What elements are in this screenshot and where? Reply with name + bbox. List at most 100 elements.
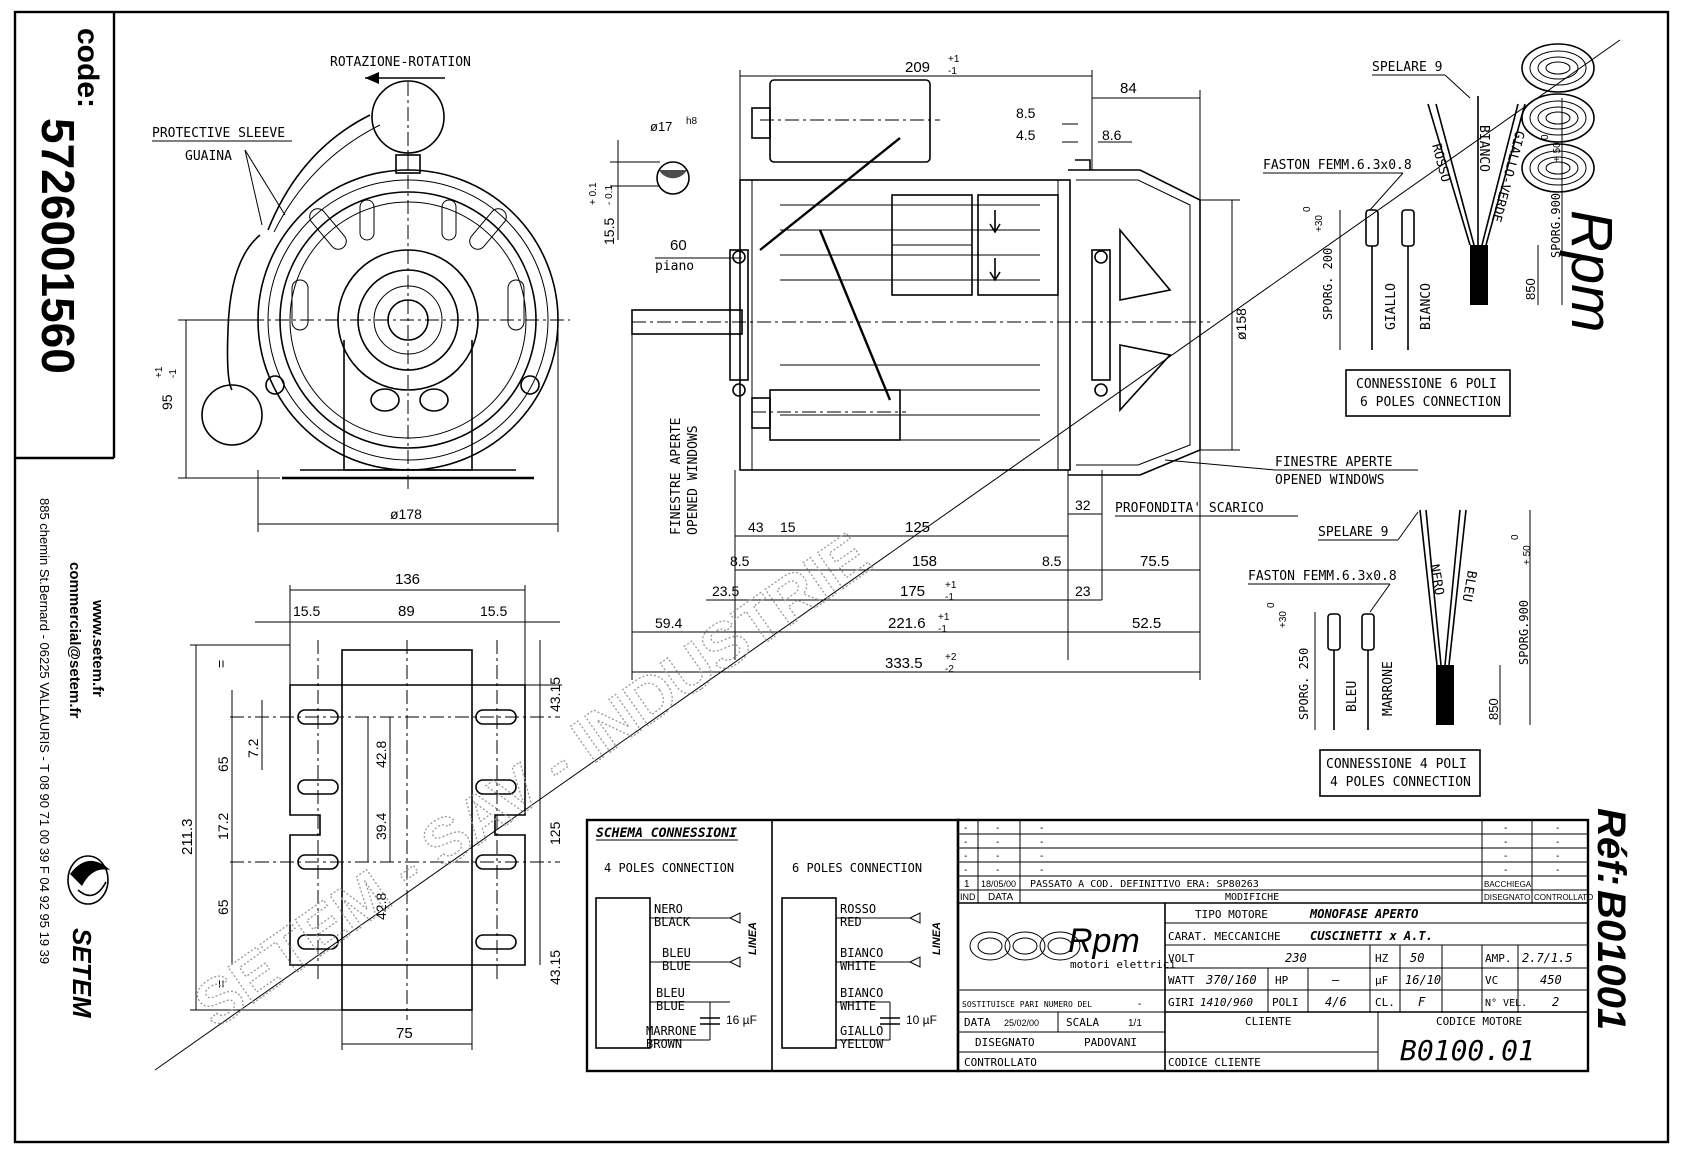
header-ind: IND bbox=[960, 892, 976, 902]
side-dim-8-5: 8.5 bbox=[1016, 105, 1036, 121]
side-dim-23-5: 23.5 bbox=[712, 583, 739, 599]
volt-value: 230 bbox=[1285, 951, 1307, 965]
code-value: 5726001560 bbox=[32, 118, 84, 374]
schema4-wire4-en: BROWN bbox=[646, 1037, 682, 1051]
side-view: 209 +1 -1 84 8.5 4.5 8.6 ø158 FINESTRE A… bbox=[631, 54, 1418, 680]
cable-6-poles: SPELARE 9 ROSSO BIANCO GIALLO-VERDE FAST… bbox=[1263, 60, 1563, 417]
schema6-wire3-en: WHITE bbox=[840, 999, 876, 1013]
c6-dim-850: 850 bbox=[1523, 278, 1538, 300]
ref-label: Réf: bbox=[1589, 808, 1633, 886]
side-dim-333-tol-up: +2 bbox=[945, 652, 957, 663]
rev0-ind: - bbox=[964, 823, 967, 834]
schema4-wire4-it: MARRONE bbox=[646, 1024, 697, 1038]
base-eq-mark-bottom: = bbox=[213, 980, 229, 988]
schema4-wire3-it: BLEU bbox=[656, 986, 685, 1000]
base-dim-89: 89 bbox=[398, 603, 415, 620]
depth-label: PROFONDITA' SCARICO bbox=[1115, 501, 1264, 516]
side-dim-175-tol-up: +1 bbox=[945, 580, 957, 591]
sleeve-label-en: PROTECTIVE SLEEVE bbox=[152, 126, 285, 141]
c4-dim-850: 850 bbox=[1486, 698, 1501, 720]
rev1-desc: - bbox=[1040, 837, 1043, 848]
side-dim-75-5: 75.5 bbox=[1140, 553, 1169, 570]
poli-value: 4/6 bbox=[1325, 995, 1347, 1009]
cooling-slots bbox=[291, 199, 525, 331]
watt-value: 370/160 bbox=[1205, 973, 1257, 987]
side-dim-fan-diameter: ø158 bbox=[1233, 308, 1249, 340]
header-data: DATA bbox=[988, 892, 1014, 903]
front-dim-height-tol: +1 bbox=[154, 366, 165, 378]
front-dim-height: 95 bbox=[159, 394, 175, 410]
c4-terminal-2: MARRONE bbox=[1381, 661, 1396, 716]
c6-connection-it: CONNESSIONE 6 POLI bbox=[1356, 377, 1497, 392]
base-plate-outline bbox=[289, 684, 526, 966]
c4-faston-label: FASTON FEMM.6.3x0.8 bbox=[1248, 569, 1397, 584]
schema6-wire1-it: ROSSO bbox=[840, 902, 876, 916]
ref-strip: Rpm Réf: B01001 bbox=[1521, 43, 1633, 1030]
c6-terminal-1: GIALLO bbox=[1384, 283, 1399, 330]
base-view: 136 15.5 89 15.5 43.15 125 43.15 211.3 6… bbox=[179, 571, 563, 1050]
schema4-wire2-it: BLEU bbox=[662, 946, 691, 960]
hz-value: 50 bbox=[1410, 951, 1424, 965]
connection-schema: SCHEMA CONNESSIONI 4 POLES CONNECTION 6 … bbox=[585, 818, 960, 1073]
title-block: - - - - - - - - - - - - - - - - - - - - … bbox=[956, 818, 1593, 1073]
side-dim-221-tol-up: +1 bbox=[938, 612, 950, 623]
rev2-date: - bbox=[996, 851, 999, 862]
side-dim-158: 158 bbox=[912, 553, 937, 570]
rev3-drawn: - bbox=[1504, 865, 1507, 876]
company-email: commercial@setem.fr bbox=[66, 562, 83, 719]
base-dim-15-5a: 15.5 bbox=[293, 603, 320, 619]
base-eq-mark-top: = bbox=[213, 660, 229, 668]
front-view: ROTAZIONE-ROTATION PROTECTIVE SLEEVE GUA… bbox=[152, 55, 570, 532]
carat-value: CUSCINETTI x A.T. bbox=[1310, 929, 1433, 943]
c6-strip-label: SPELARE 9 bbox=[1372, 60, 1442, 75]
base-dim-43-15a: 43.15 bbox=[547, 677, 563, 712]
c6-len-long: SPORG.900 bbox=[1549, 193, 1563, 258]
amp-label: AMP. bbox=[1485, 952, 1512, 965]
disegnato-label: DISEGNATO bbox=[975, 1036, 1035, 1049]
schema6-wire4-it: GIALLO bbox=[840, 1024, 883, 1038]
cl-label: CL. bbox=[1375, 996, 1395, 1009]
base-dim-65a: 65 bbox=[215, 756, 231, 772]
rev1-ind: - bbox=[964, 837, 967, 848]
cl-value: F bbox=[1418, 995, 1426, 1009]
c6-wire-2: BIANCO bbox=[1476, 125, 1491, 172]
rpm-coil-logo-icon bbox=[1521, 43, 1595, 193]
schema6-cap: 10 µF bbox=[906, 1013, 937, 1027]
schema6-wire3-it: BIANCO bbox=[840, 986, 883, 1000]
c6-faston-label: FASTON FEMM.6.3x0.8 bbox=[1263, 158, 1412, 173]
base-dim-125: 125 bbox=[547, 821, 563, 845]
giri-value: 1410/960 bbox=[1200, 996, 1253, 1009]
data-value: 25/02/00 bbox=[1004, 1018, 1039, 1028]
carat-label: CARAT. MECCANICHE bbox=[1168, 930, 1281, 943]
watt-label: WATT bbox=[1168, 974, 1195, 987]
title-logo-brand: Rpm bbox=[1068, 922, 1140, 960]
header-disegnato: DISEGNATO bbox=[1484, 893, 1530, 902]
controllato-label: CONTROLLATO bbox=[964, 1056, 1037, 1069]
side-dim-175-tol-down: -1 bbox=[945, 592, 954, 603]
shaft-dim-fit: h8 bbox=[686, 116, 698, 127]
schema6-motor-box bbox=[781, 897, 837, 1049]
side-dim-333-tol-down: -2 bbox=[945, 664, 954, 675]
hp-value: — bbox=[1332, 973, 1340, 987]
c4-wire-1: NERO bbox=[1426, 563, 1446, 597]
schema-col4-title: 4 POLES CONNECTION bbox=[604, 861, 734, 875]
rev3-desc: - bbox=[1040, 865, 1043, 876]
c4-connection-en: 4 POLES CONNECTION bbox=[1330, 775, 1471, 790]
front-dim-height-tol-low: -1 bbox=[168, 369, 179, 378]
c4-len-short-tol-down: 0 bbox=[1266, 602, 1277, 608]
shaft-dim-flat: 15.5 bbox=[601, 218, 617, 245]
tipo-motore-label: TIPO MOTORE bbox=[1195, 908, 1268, 921]
shaft-tol-down: - 0.1 bbox=[604, 185, 615, 205]
rev1-checked: - bbox=[1556, 837, 1559, 848]
c4-len-short-tol-up: +30 bbox=[1278, 611, 1289, 628]
amp-value: 2.7/1.5 bbox=[1522, 951, 1573, 965]
base-dim-65b: 65 bbox=[215, 899, 231, 915]
rotation-label: ROTAZIONE-ROTATION bbox=[330, 55, 471, 70]
company-website: www.setem.fr bbox=[89, 599, 106, 697]
base-dim-7-2: 7.2 bbox=[245, 738, 261, 758]
side-dim-125: 125 bbox=[905, 519, 930, 536]
rpm-brand-text: Rpm bbox=[1559, 210, 1624, 332]
c6-len-short-tol-down: 0 bbox=[1302, 206, 1313, 212]
header-modifiche: MODIFICHE bbox=[1225, 892, 1279, 903]
tipo-motore-value: MONOFASE APERTO bbox=[1309, 907, 1418, 921]
